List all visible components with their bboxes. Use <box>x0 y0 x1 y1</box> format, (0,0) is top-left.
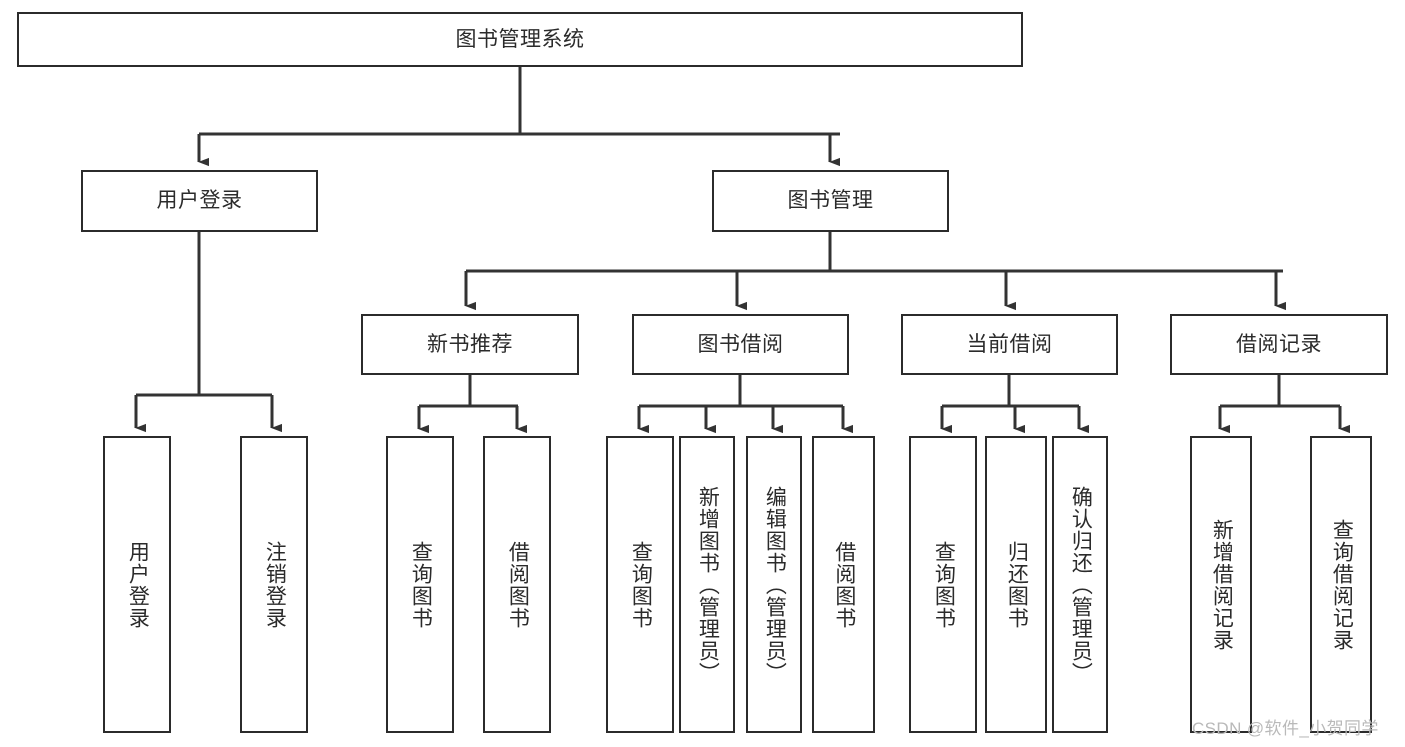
node-leaf-return-book-label: 归还图书 <box>1005 540 1029 629</box>
node-user-login[interactable]: 用户登录 <box>81 170 318 232</box>
node-leaf-borrow-book-recommend-label: 借阅图书 <box>506 540 530 629</box>
node-borrow-record[interactable]: 借阅记录 <box>1170 314 1388 375</box>
node-leaf-confirm-return-admin[interactable]: 确认归还（管理员） <box>1052 436 1108 733</box>
node-leaf-user-logout[interactable]: 注销登录 <box>240 436 308 733</box>
node-leaf-borrow-book[interactable]: 借阅图书 <box>812 436 875 733</box>
node-new-book-recommend-label: 新书推荐 <box>427 332 513 356</box>
node-leaf-edit-book-admin-label: 编辑图书（管理员） <box>763 485 787 684</box>
csdn-watermark: CSDN @软件_小贺同学 <box>1192 719 1379 738</box>
node-leaf-query-book-borrow-label: 查询图书 <box>629 540 653 629</box>
node-leaf-query-borrow-record[interactable]: 查询借阅记录 <box>1310 436 1372 733</box>
node-user-login-label: 用户登录 <box>156 189 243 213</box>
node-leaf-return-book[interactable]: 归还图书 <box>985 436 1047 733</box>
node-leaf-user-logout-label: 注销登录 <box>263 540 287 629</box>
node-leaf-edit-book-admin[interactable]: 编辑图书（管理员） <box>746 436 802 733</box>
node-leaf-borrow-book-recommend[interactable]: 借阅图书 <box>483 436 551 733</box>
node-leaf-add-borrow-record-label: 新增借阅记录 <box>1210 518 1234 651</box>
node-leaf-user-login[interactable]: 用户登录 <box>103 436 171 733</box>
node-book-manage-label: 图书管理 <box>787 189 874 213</box>
node-leaf-add-borrow-record[interactable]: 新增借阅记录 <box>1190 436 1252 733</box>
node-leaf-user-login-label: 用户登录 <box>126 540 150 629</box>
node-leaf-add-book-admin-label: 新增图书（管理员） <box>696 485 720 684</box>
node-leaf-borrow-book-label: 借阅图书 <box>832 540 856 629</box>
node-root-system[interactable]: 图书管理系统 <box>17 12 1023 67</box>
node-root-system-label: 图书管理系统 <box>455 27 585 51</box>
node-current-borrow[interactable]: 当前借阅 <box>901 314 1118 375</box>
node-borrow-record-label: 借阅记录 <box>1236 332 1322 356</box>
node-leaf-add-book-admin[interactable]: 新增图书（管理员） <box>679 436 735 733</box>
node-leaf-query-book-recommend[interactable]: 查询图书 <box>386 436 454 733</box>
node-book-manage[interactable]: 图书管理 <box>712 170 949 232</box>
node-current-borrow-label: 当前借阅 <box>966 332 1053 356</box>
node-leaf-query-book-borrow[interactable]: 查询图书 <box>606 436 674 733</box>
node-leaf-query-borrow-record-label: 查询借阅记录 <box>1330 518 1354 651</box>
node-book-borrow[interactable]: 图书借阅 <box>632 314 849 375</box>
node-new-book-recommend[interactable]: 新书推荐 <box>361 314 579 375</box>
node-leaf-query-book-recommend-label: 查询图书 <box>409 540 433 629</box>
node-leaf-confirm-return-admin-label: 确认归还（管理员） <box>1069 485 1093 684</box>
node-book-borrow-label: 图书借阅 <box>697 332 784 356</box>
node-leaf-query-book-current-label: 查询图书 <box>932 540 956 629</box>
node-leaf-query-book-current[interactable]: 查询图书 <box>909 436 977 733</box>
